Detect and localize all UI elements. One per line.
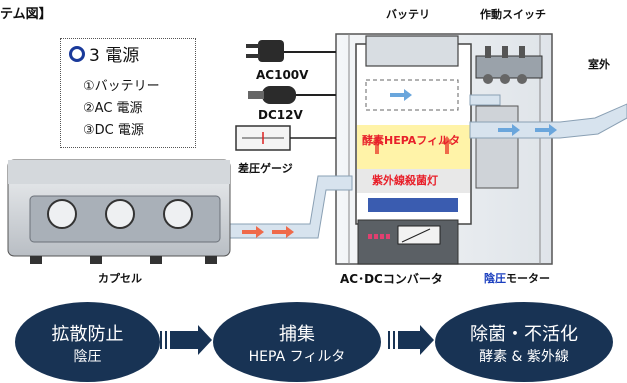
label-battery: バッテリ bbox=[386, 8, 430, 21]
step-1-subtitle: 陰圧 bbox=[73, 349, 102, 365]
step-1-title: 拡散防止 bbox=[51, 324, 124, 345]
label-switch: 作動スイッチ bbox=[480, 8, 546, 21]
step-arrow-2 bbox=[388, 325, 434, 355]
step-2-title: 捕集 bbox=[279, 324, 315, 345]
step-2-subtitle: HEPA フィルタ bbox=[248, 349, 346, 365]
callout-title-text: 3 電源 bbox=[89, 46, 140, 66]
step-1-oval: 拡散防止 陰圧 bbox=[15, 302, 160, 382]
label-motor: 陰圧モーター bbox=[484, 270, 550, 286]
callout-title: 3 電源 bbox=[69, 41, 139, 66]
dc-plug bbox=[248, 86, 336, 104]
label-ac100v: AC100V bbox=[256, 68, 309, 82]
callout-item-2: ②AC 電源 bbox=[83, 101, 143, 116]
label-dc12v: DC12V bbox=[258, 108, 303, 122]
label-uv: 紫外線殺菌灯 bbox=[372, 174, 438, 187]
power-callout: 3 電源 ①バッテリー ②AC 電源 ③DC 電源 bbox=[60, 38, 196, 148]
gauge bbox=[235, 125, 336, 151]
label-motor-rest: モーター bbox=[506, 272, 550, 285]
intake-duct bbox=[227, 175, 353, 239]
label-outside: 室外 bbox=[588, 58, 610, 71]
label-hepa: 酵素HEPAフィルタ bbox=[362, 134, 461, 147]
step-arrow-1 bbox=[160, 325, 212, 355]
label-converter: AC･DCコンバータ bbox=[340, 272, 443, 286]
filter-unit bbox=[355, 35, 472, 225]
label-motor-accent: 陰圧 bbox=[484, 272, 506, 285]
header-title: テム図】 bbox=[0, 7, 52, 22]
motor bbox=[475, 105, 519, 189]
step-3-title: 除菌・不活化 bbox=[470, 324, 578, 345]
ac-plug bbox=[246, 40, 336, 62]
callout-item-1: ①バッテリー bbox=[83, 79, 160, 94]
step-2-oval: 捕集 HEPA フィルタ bbox=[213, 302, 381, 382]
airflow-arrows bbox=[242, 89, 557, 238]
label-capsule: カプセル bbox=[98, 272, 142, 285]
capsule bbox=[7, 159, 231, 264]
label-diff-gauge: 差圧ゲージ bbox=[238, 162, 293, 175]
double-circle-icon bbox=[69, 46, 85, 62]
step-3-oval: 除菌・不活化 酵素 & 紫外線 bbox=[435, 302, 613, 382]
callout-item-3: ③DC 電源 bbox=[83, 123, 144, 138]
converter bbox=[357, 219, 459, 265]
step-3-subtitle: 酵素 & 紫外線 bbox=[479, 349, 569, 365]
switch-bank bbox=[475, 46, 543, 84]
